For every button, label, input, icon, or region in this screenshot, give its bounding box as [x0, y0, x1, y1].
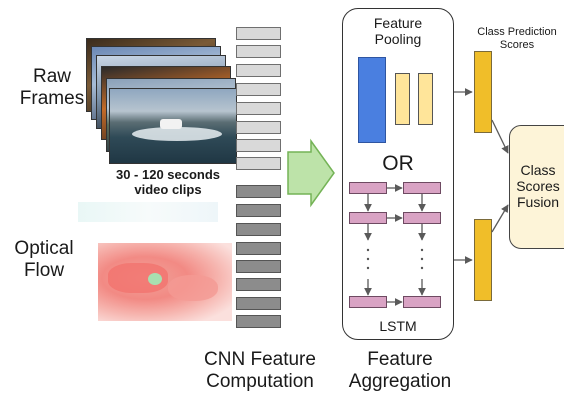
optical-flow-frame: [98, 243, 232, 321]
lstm-ellipsis-dot: [420, 266, 424, 270]
lstm-cell: [349, 212, 387, 224]
lstm-ellipsis-dot: [366, 266, 370, 270]
flow-blob: [148, 273, 162, 285]
clip-length-caption: 30 - 120 seconds video clips: [115, 167, 221, 197]
lstm-ellipsis-dot: [366, 257, 370, 261]
raw-frames-label: Raw Frames: [19, 66, 85, 109]
cnn-feature-cell: [236, 260, 281, 273]
cnn-feature-cell: [236, 278, 281, 291]
cnn-feature-cell: [236, 223, 281, 236]
cnn-feature-cell: [236, 45, 281, 58]
pooled-feature-bar-yellow: [395, 73, 410, 125]
or-label: OR: [382, 152, 414, 175]
cnn-feature-cell: [236, 83, 281, 96]
fusion-arrow: [491, 204, 509, 233]
lstm-cell: [403, 296, 441, 308]
raw-frame: [109, 88, 237, 164]
pooled-feature-bar-blue: [358, 57, 386, 143]
class-score-bar-rgb: [474, 51, 492, 133]
boat: [160, 119, 182, 129]
lstm-cell: [403, 212, 441, 224]
aggregation-stage-caption: Feature Aggregation: [348, 349, 452, 392]
flow-blob: [168, 275, 218, 301]
cnn-feature-cell: [236, 297, 281, 310]
cnn-feature-cell: [236, 27, 281, 40]
boat-wake: [132, 127, 222, 141]
lstm-label: LSTM: [379, 318, 417, 334]
feature-pooling-label: Feature Pooling: [373, 15, 423, 48]
fusion-arrow: [491, 119, 509, 154]
pooled-feature-bar-yellow: [418, 73, 433, 125]
aggregation-panel: [342, 8, 454, 340]
big-arrow: [287, 138, 335, 208]
lstm-ellipsis-dot: [420, 257, 424, 261]
cnn-feature-cell: [236, 121, 281, 134]
cnn-feature-cell: [236, 102, 281, 115]
fusion-label: Class Scores Fusion: [516, 162, 560, 211]
cnn-feature-cell: [236, 64, 281, 77]
cnn-feature-cell: [236, 204, 281, 217]
cnn-feature-cell: [236, 315, 281, 328]
cnn-feature-cell: [236, 242, 281, 255]
lstm-cell: [403, 182, 441, 194]
lstm-ellipsis-dot: [366, 248, 370, 252]
cnn-stage-caption: CNN Feature Computation: [204, 349, 316, 392]
cnn-feature-cell: [236, 185, 281, 198]
class-prediction-label: Class Prediction Scores: [477, 26, 557, 51]
optical-flow-label: Optical Flow: [14, 238, 74, 281]
cnn-feature-cell: [236, 139, 281, 152]
lstm-cell: [349, 296, 387, 308]
lstm-cell: [349, 182, 387, 194]
fusion-box: [509, 125, 564, 249]
class-score-bar-flow: [474, 219, 492, 301]
optical-flow-strip: [78, 202, 218, 222]
cnn-feature-cell: [236, 157, 281, 170]
lstm-ellipsis-dot: [420, 248, 424, 252]
